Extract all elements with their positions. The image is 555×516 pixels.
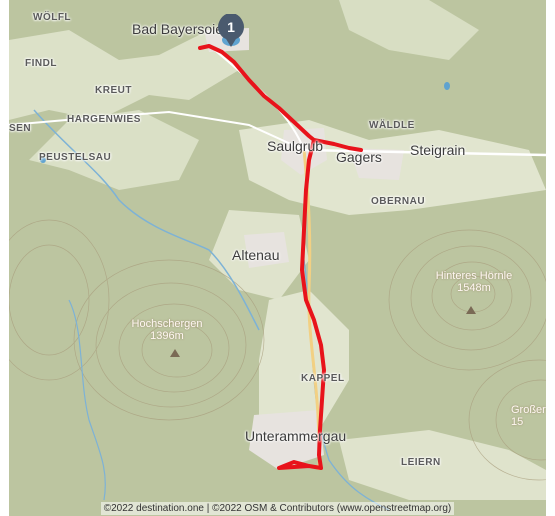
place-label-woelfl: WÖLFL [33,12,72,23]
place-label-waeldle: WÄLDLE [369,120,415,131]
route-layer [198,44,363,470]
peak-elevation: 1396m [150,330,184,342]
route-path [198,44,363,470]
place-label-bad-bayersoien: Bad Bayersoien [132,21,231,37]
peak-triangle-icon [170,349,180,357]
place-label-leiern: LEIERN [401,457,441,468]
peak-name: Hinteres Hörnle [435,270,513,282]
route-marker[interactable]: 1 [218,14,244,47]
place-label-hargenwies: HARGENWIES [67,114,141,125]
place-label-kreut: KREUT [95,85,132,96]
place-label-peustelsau: PEUSTELSAU [39,152,112,163]
map-view[interactable]: WÖLFL Bad Bayersoien FINDL KREUT SEN HAR… [9,0,546,516]
peak-triangle-icon [466,306,476,314]
place-label-gagers: Gagers [336,149,382,165]
map-attribution: ©2022 destination.one | ©2022 OSM & Cont… [9,502,546,515]
peak-elevation: 1548m [457,282,491,294]
attribution-text[interactable]: ©2022 destination.one | ©2022 OSM & Cont… [100,502,455,515]
peak-hochschergen: Hochschergen 1396m [119,318,215,342]
place-label-steigrain: Steigrain [410,142,466,158]
place-label-kappel: KAPPEL [301,373,345,384]
map-base-layer [9,0,546,516]
place-label-saulgrub: Saulgrub [267,138,324,154]
peak-hinteres-hoernle: Hinteres Hörnle 1548m [426,270,522,294]
peak-name: Hochschergen [131,318,203,330]
peak-grosser: Großer 15 [511,404,546,428]
place-label-obernau: OBERNAU [371,196,426,207]
peak-name: Großer [511,404,546,416]
place-label-unterammergau: Unterammergau [245,428,347,444]
place-label-altenau: Altenau [232,247,280,263]
marker-number: 1 [218,14,244,40]
place-label-sen: SEN [9,123,32,134]
peak-elevation: 15 [511,416,524,428]
place-label-findl: FINDL [25,58,57,69]
